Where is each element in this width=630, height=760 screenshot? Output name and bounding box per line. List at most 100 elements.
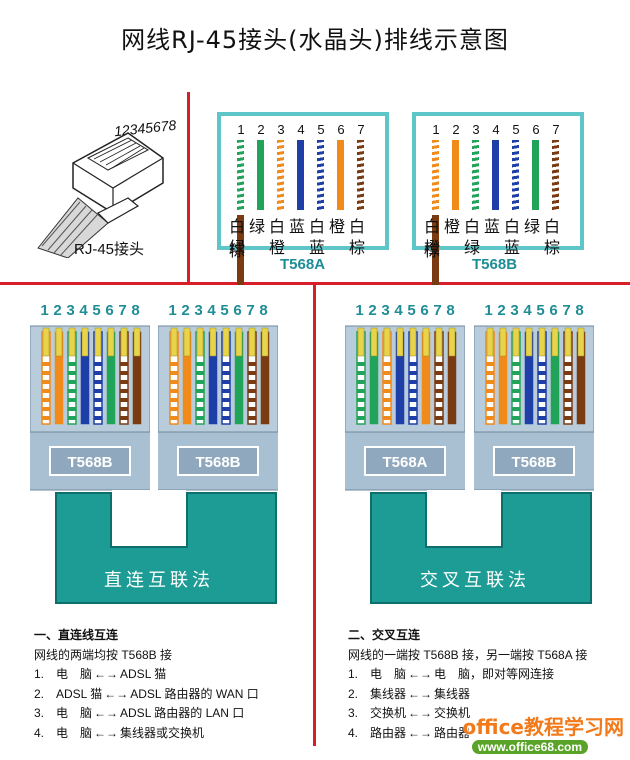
arrow-icon: ←→ — [408, 667, 433, 681]
plug-contact — [183, 327, 191, 357]
plug-wire-stripe — [222, 398, 230, 402]
plug-wire-stripe — [383, 416, 391, 420]
plug-pin-number: 3 — [194, 302, 203, 319]
plug-label: T568A — [382, 454, 427, 471]
plug-illustration: T568B — [471, 325, 597, 491]
plug-wire-stripe — [196, 389, 204, 393]
plug-pin-number: 5 — [407, 302, 416, 319]
plug-pin-number: 5 — [92, 302, 101, 319]
plug-wire-stripe — [196, 380, 204, 384]
plug-wire-stripe — [564, 389, 572, 393]
plug-contact — [370, 327, 378, 357]
wire-name: 绿 — [228, 238, 245, 257]
arrow-icon: ←→ — [408, 706, 433, 720]
item-right: ADSL 猫 — [120, 667, 167, 681]
plug-contact — [409, 327, 417, 357]
wire-swatch — [271, 140, 291, 210]
wire-name: 棕 — [543, 238, 560, 257]
wire-name-row-2: 橙绿蓝棕 — [422, 234, 580, 277]
plug-wire-stripe — [435, 416, 443, 420]
plug-wire-stripe — [120, 380, 128, 384]
wire-swatch — [546, 140, 566, 210]
plug-wire-stripe — [196, 398, 204, 402]
plug-contact — [448, 327, 456, 357]
plug-wire-stripe — [538, 389, 546, 393]
plug-wire-stripe — [120, 407, 128, 411]
plug-pin-number: 6 — [233, 302, 242, 319]
plug-wire-stripe — [486, 398, 494, 402]
plug-wire-stripe — [42, 380, 50, 384]
pin-number: 4 — [297, 122, 305, 137]
wire-swatch — [231, 140, 251, 210]
plug-pin-number: 4 — [523, 302, 532, 319]
plug-wire-stripe — [94, 371, 102, 375]
plug-pin-number: 1 — [484, 302, 493, 319]
plug-pin-number: 8 — [259, 302, 268, 319]
plug-pin-number: 7 — [118, 302, 127, 319]
wire-swatch — [526, 140, 546, 210]
plug-wire-stripe — [512, 398, 520, 402]
plug-wire-stripe — [222, 407, 230, 411]
connection-item: 3.交换机←→交换机 — [348, 704, 628, 724]
plug-label-box — [177, 446, 259, 476]
plug-wire-stripe — [409, 362, 417, 366]
plug-wire-stripe — [564, 380, 572, 384]
plug-contact — [209, 327, 217, 357]
item-right: 电 脑，即对等网连接 — [434, 667, 555, 681]
plug-pin-number: 4 — [79, 302, 88, 319]
plug-wire-stripe — [383, 362, 391, 366]
plug-wire-stripe — [120, 389, 128, 393]
plug-wire-stripe — [512, 389, 520, 393]
item-left: 路由器 — [370, 725, 407, 740]
plug-wire-stripe — [538, 380, 546, 384]
plug-contact — [261, 327, 269, 357]
plug-wire-stripe — [435, 407, 443, 411]
plug-pin-number: 5 — [220, 302, 229, 319]
wire-swatch — [486, 140, 506, 210]
plug-wire-stripe — [486, 371, 494, 375]
plug-wire-stripe — [564, 398, 572, 402]
plug-wire-stripe — [222, 380, 230, 384]
plug-pin-number: 7 — [246, 302, 255, 319]
plug-wire-stripe — [564, 371, 572, 375]
plug-wire-stripe — [486, 389, 494, 393]
plug-wire-stripe — [538, 416, 546, 420]
wire-name: 白 — [423, 217, 440, 236]
cross-description: 二、交叉互连 网线的一端按 T568B 接，另一端按 T568A 接 1.电 脑… — [348, 626, 628, 743]
plug-contact — [383, 327, 391, 357]
item-number: 3. — [34, 706, 45, 720]
plug-wire-stripe — [486, 416, 494, 420]
wire-swatch — [311, 140, 331, 210]
plug-contact — [551, 327, 559, 357]
plug-wire-stripe — [383, 407, 391, 411]
plug-wire-stripe — [435, 362, 443, 366]
wire-name-row-1: 白橙白蓝白绿白棕 — [422, 213, 580, 261]
plug-wire-stripe — [120, 398, 128, 402]
item-number: 3. — [348, 706, 359, 720]
wire-swatch — [426, 215, 446, 285]
plug-wire-stripe — [538, 362, 546, 366]
pin-number: 7 — [552, 122, 560, 137]
plug-wire-stripe — [564, 407, 572, 411]
plug-contact — [81, 327, 89, 357]
plug-pin-number: 4 — [207, 302, 216, 319]
pin-number: 1 — [432, 122, 440, 137]
cross-cable-notch — [425, 492, 503, 548]
straight-heading: 一、直连线互连 — [34, 628, 119, 642]
plug-contact — [357, 327, 365, 357]
plug-wire-stripe — [196, 407, 204, 411]
t568b-label: T568B — [472, 256, 518, 273]
pin-number: 4 — [492, 122, 500, 137]
wire-name: 蓝 — [288, 217, 305, 236]
plug-wire-stripe — [538, 371, 546, 375]
plug-wire-stripe — [120, 416, 128, 420]
item-left: 电 脑 — [56, 725, 93, 740]
item-left: 电 脑 — [370, 667, 407, 681]
item-number: 4. — [34, 725, 45, 740]
pin-number: 7 — [357, 122, 365, 137]
plug-pin-number: 6 — [105, 302, 114, 319]
plug-wire-stripe — [42, 371, 50, 375]
